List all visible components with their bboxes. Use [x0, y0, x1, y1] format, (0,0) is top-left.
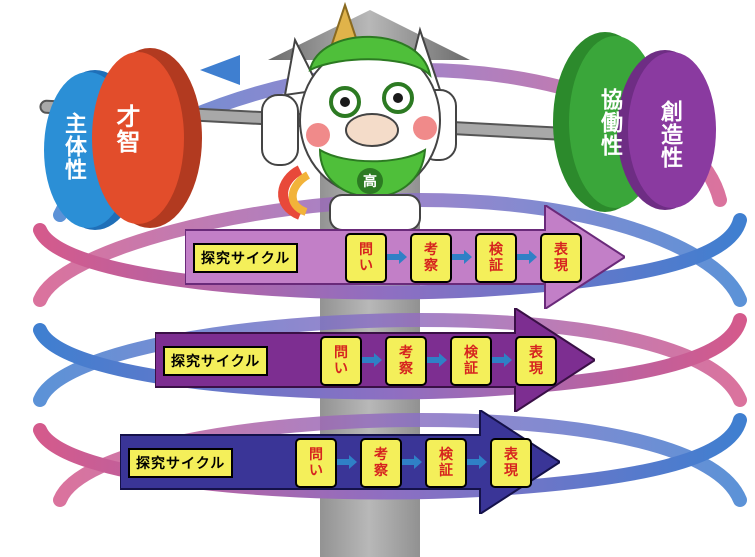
step-arrow-icon [387, 250, 407, 264]
step-arrow-icon [467, 455, 487, 469]
cycle-row-3: 探究サイクル 問い 考察 検証 表現 [120, 410, 560, 514]
mascot-badge: 高 [357, 168, 383, 194]
step-arrow-icon [517, 250, 537, 264]
left-weights [44, 48, 202, 230]
cycle-label-3: 探究サイクル [128, 448, 234, 478]
step-kousatsu-3: 考察 [360, 438, 402, 488]
label-shutaisei: 主体性 [61, 112, 86, 181]
step-arrow-icon [452, 250, 472, 264]
step-arrow-icon [402, 455, 422, 469]
right-weights [553, 32, 716, 212]
step-hyougen-1: 表現 [540, 233, 582, 283]
step-arrow-icon [337, 455, 357, 469]
cycle-label-1: 探究サイクル [193, 243, 299, 273]
cycle-label-2: 探究サイクル [163, 346, 269, 376]
step-arrow-icon [362, 353, 382, 367]
step-kousatsu-1: 考察 [410, 233, 452, 283]
mascot-unicorn [261, 1, 457, 231]
step-kousatsu-2: 考察 [385, 336, 427, 386]
step-toi-3: 問い [295, 438, 337, 488]
step-kenshou-2: 検証 [450, 336, 492, 386]
step-kenshou-3: 検証 [425, 438, 467, 488]
step-toi-2: 問い [320, 336, 362, 386]
step-arrow-icon [492, 353, 512, 367]
label-kyoudousei: 協働性 [597, 88, 622, 157]
step-hyougen-2: 表現 [515, 336, 557, 386]
label-saichi: 才智 [112, 104, 140, 154]
step-hyougen-3: 表現 [490, 438, 532, 488]
cycle-row-2: 探究サイクル 問い 考察 検証 表現 [155, 308, 595, 412]
step-kenshou-1: 検証 [475, 233, 517, 283]
step-arrow-icon [427, 353, 447, 367]
step-toi-1: 問い [345, 233, 387, 283]
label-souzousei: 創造性 [657, 100, 682, 169]
cycle-row-1: 探究サイクル 問い 考察 検証 表現 [185, 205, 625, 309]
